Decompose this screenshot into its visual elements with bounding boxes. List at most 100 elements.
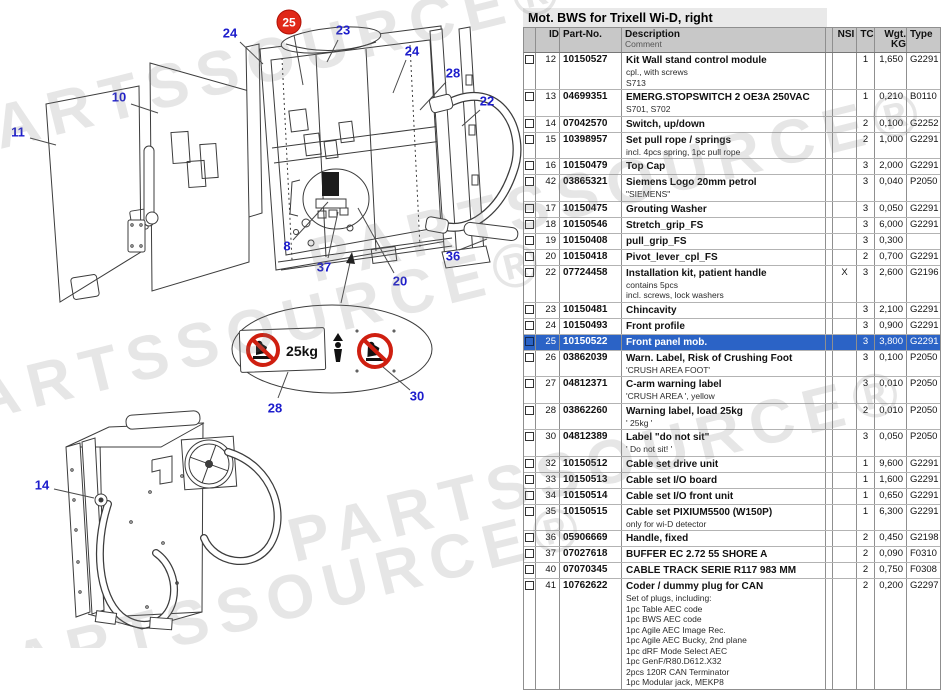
row-tc: 2: [857, 547, 875, 562]
row-comment-text: 1pc Table AEC code: [626, 603, 703, 614]
row-checkbox[interactable]: [525, 490, 534, 500]
row-wgt: 0,650: [875, 488, 907, 504]
row-tc: 2: [857, 563, 875, 578]
row-select-cell: [524, 334, 536, 350]
row-nsi: [833, 159, 857, 174]
row-checkbox[interactable]: [525, 134, 534, 144]
row-checkbox[interactable]: [525, 458, 534, 468]
row-description: Switch, up/down: [622, 116, 826, 132]
row-select-cell: [524, 116, 536, 132]
row-select-cell: [524, 488, 536, 504]
row-wgt: 0,700: [875, 249, 907, 265]
row-checkbox[interactable]: [525, 581, 534, 590]
row-id: 13: [536, 90, 560, 116]
row-checkbox[interactable]: [525, 506, 534, 516]
row-comment-text: 'CRUSH AREA ', yellow: [626, 391, 715, 401]
row-type: P2050: [910, 431, 938, 442]
row-checkbox[interactable]: [525, 161, 534, 170]
row-wgt: 2,100: [875, 302, 907, 318]
row-description-text: C-arm warning label: [626, 379, 722, 390]
row-checkbox[interactable]: [525, 320, 534, 330]
row-checkbox[interactable]: [525, 405, 534, 415]
row-checkbox[interactable]: [525, 177, 534, 186]
parts-table: Mot. BWS for Trixell Wi-D, right ID Part…: [523, 8, 941, 690]
callout-leader-line: [277, 371, 289, 399]
row-gap: [826, 53, 833, 89]
row-checkbox[interactable]: [525, 549, 534, 558]
row-wgt: 2,600: [875, 265, 907, 302]
row-checkbox[interactable]: [525, 474, 534, 484]
row-checkbox[interactable]: [525, 251, 534, 261]
row-checkbox[interactable]: [525, 235, 534, 245]
row-select-cell: [524, 504, 536, 530]
row-tc: 3: [857, 175, 875, 201]
row-description-text: Handle, fixed: [626, 533, 689, 544]
row-wgt: 0,200: [875, 579, 907, 689]
row-type: F0308: [910, 564, 937, 575]
row-comment-text: 1pc Modular jack, MEKP8: [626, 677, 724, 687]
row-part-no: 10150546: [560, 217, 622, 233]
row-gap: [826, 265, 833, 302]
row-checkbox[interactable]: [525, 304, 534, 314]
row-gap: [826, 547, 833, 562]
row-checkbox[interactable]: [525, 92, 534, 101]
row-type: G2252: [910, 117, 939, 129]
row-checkbox[interactable]: [525, 533, 534, 542]
row-gap: [826, 531, 833, 546]
row-nsi: [833, 488, 857, 504]
row-checkbox[interactable]: [525, 267, 534, 277]
row-comment-text: 1pc GenF/R80.D612.X32: [626, 656, 722, 666]
row-checkbox[interactable]: [525, 352, 534, 362]
row-wgt: 0,750: [875, 563, 907, 578]
row-nsi: [833, 233, 857, 249]
row-checkbox[interactable]: [525, 203, 534, 213]
row-description-text: Siemens Logo 20mm petrol: [626, 177, 757, 188]
callout-leader-line: [461, 109, 481, 127]
row-checkbox[interactable]: [525, 432, 534, 441]
row-comment-text: only for wi-D detector: [626, 518, 707, 529]
table-header: ID Part-No. Description Comment NSI TC W…: [523, 27, 941, 53]
row-checkbox[interactable]: [525, 379, 534, 388]
row-gap: [826, 504, 833, 530]
row-tc: 2: [857, 531, 875, 546]
row-type: G2291: [910, 505, 939, 517]
row-type: G2291: [910, 335, 939, 347]
row-checkbox[interactable]: [525, 55, 534, 64]
row-tc: 3: [857, 377, 875, 403]
callout-leader-line: [458, 238, 488, 251]
row-part-no: 10150512: [560, 456, 622, 472]
callout-label: 20: [393, 274, 407, 289]
row-checkbox[interactable]: [525, 219, 534, 229]
row-checkbox[interactable]: [525, 565, 534, 574]
row-description: Cable set drive unit: [622, 456, 826, 472]
row-checkbox[interactable]: [525, 336, 534, 346]
row-gap: [826, 472, 833, 488]
row-checkbox[interactable]: [525, 118, 534, 128]
